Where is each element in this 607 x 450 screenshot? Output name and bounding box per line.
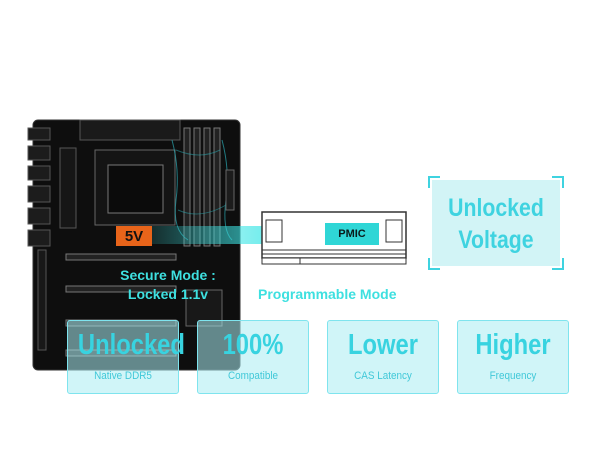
feature-title: Lower [347,329,419,361]
unlocked-voltage-panel: Unlocked Voltage [428,176,564,270]
programmable-mode-label: Programmable Mode [258,286,397,302]
feature-subtitle: Frequency [489,370,537,382]
feature-subtitle: CAS Latency [354,370,412,382]
feature-card-latency: Lower CAS Latency [327,320,439,394]
secure-mode-label: Secure Mode : Locked 1.1v [98,266,238,304]
memory-module-illustration [261,211,407,265]
voltage-input-chip: 5V [116,226,152,246]
secure-mode-line2: Locked 1.1v [127,286,209,302]
feature-title: 100% [222,329,284,361]
unlocked-voltage-box [432,180,560,266]
corner-bracket [552,258,564,270]
feature-title: Unlocked [77,329,185,361]
feature-card-frequency: Higher Frequency [457,320,569,394]
arrow-right-icon [152,216,318,254]
corner-bracket [552,176,564,188]
feature-title: Higher [475,329,551,361]
corner-bracket [428,258,440,270]
corner-bracket [428,176,440,188]
unlocked-voltage-line2: Voltage [458,226,534,254]
pmic-chip: PMIC [325,223,379,245]
feature-subtitle: Compatible [227,370,279,382]
unlocked-voltage-text: Unlocked Voltage [438,192,554,256]
secure-mode-line1: Secure Mode : [120,267,216,283]
unlocked-voltage-line1: Unlocked [448,194,544,222]
feature-subtitle: Native DDR5 [94,370,152,382]
feature-card-compatible: 100% Compatible [197,320,309,394]
feature-card-unlocked: Unlocked Native DDR5 [67,320,185,394]
